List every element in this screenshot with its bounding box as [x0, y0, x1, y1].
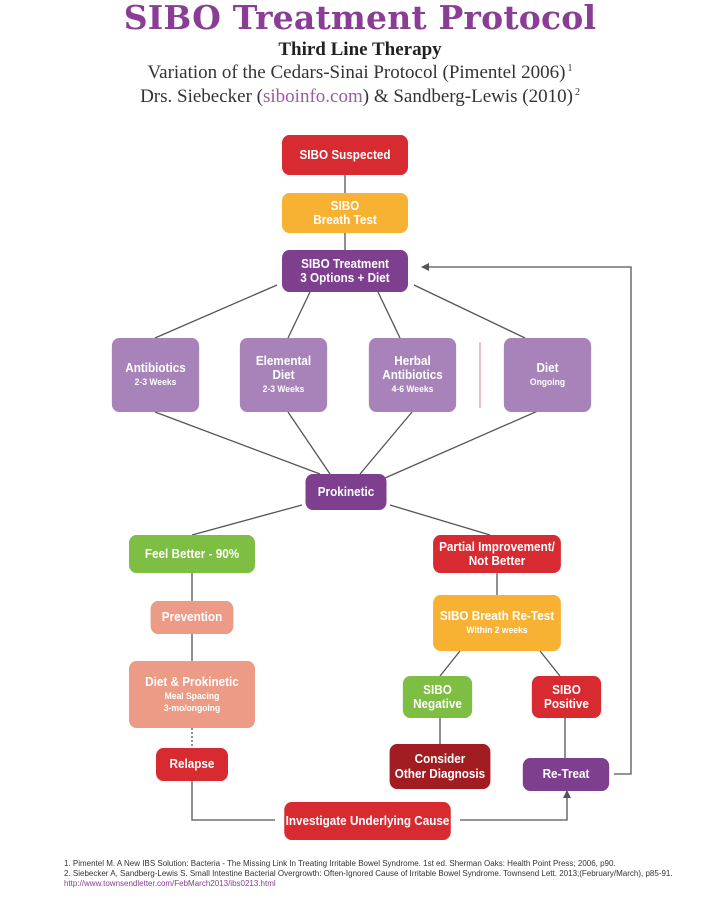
diet-prokinetic-node[interactable]: Diet & Prokinetic Meal Spacing 3-mo/ongo…	[129, 661, 255, 728]
footnote-marker-2: 2	[574, 87, 580, 98]
sibo-negative-node[interactable]: SIBO Negative	[402, 676, 473, 718]
elemental-diet-node[interactable]: Elemental Diet 2-3 Weeks	[239, 338, 328, 412]
diet-label: Diet	[536, 360, 559, 376]
positive-line1: SIBO	[552, 681, 581, 697]
investigate-label: Investigate Underlying Cause	[285, 812, 450, 828]
breath-test-line2: Breath Test	[313, 212, 377, 227]
connector-treatment-antibiotics	[154, 284, 278, 339]
breath-retest-node[interactable]: SIBO Breath Re-Test Within 2 weeks	[433, 595, 561, 651]
other-diagnosis-node[interactable]: Consider Other Diagnosis	[389, 744, 491, 789]
connector-prokinetic-partial	[389, 504, 491, 536]
prevention-label: Prevention	[161, 609, 223, 625]
diet-prokinetic-label: Diet & Prokinetic	[145, 674, 239, 690]
elemental-duration: 2-3 Weeks	[262, 384, 305, 396]
connector-relapse-investigate	[191, 781, 275, 821]
other-diagnosis-line2: Other Diagnosis	[394, 765, 486, 781]
prokinetic-label: Prokinetic	[317, 483, 375, 499]
breath-test-line1: SIBO	[330, 197, 360, 213]
treatment-line1: SIBO Treatment	[301, 255, 389, 271]
positive-line2: Positive	[544, 696, 589, 711]
herbal-line1: Herbal	[394, 353, 431, 369]
reference-2-text: 2. Siebecker A, Sandberg-Lewis S. Small …	[64, 869, 673, 878]
negative-line1: SIBO	[423, 681, 452, 697]
duration-text: 3-mo/ongoing	[163, 702, 221, 714]
connector-prokinetic-feelbetter	[191, 504, 303, 536]
source-line-2: Drs. Siebecker (siboinfo.com) & Sandberg…	[0, 86, 720, 108]
antibiotics-duration: 2-3 Weeks	[134, 377, 177, 389]
arrow-retreat-treatment	[421, 263, 632, 775]
partial-improvement-node[interactable]: Partial Improvement/ Not Better	[433, 535, 561, 573]
sibo-positive-node[interactable]: SIBO Positive	[531, 676, 602, 718]
antibiotics-label: Antibiotics	[125, 360, 186, 376]
arrow-investigate-retreat	[460, 790, 571, 821]
other-diagnosis-line1: Consider	[414, 751, 466, 767]
connector-treatment-herbal	[377, 291, 401, 339]
sibo-suspected-node[interactable]: SIBO Suspected	[282, 135, 408, 175]
diet-duration: Ongoing	[529, 377, 566, 389]
connector-treatment-diet	[413, 284, 526, 339]
partial-line1: Partial Improvement/	[439, 538, 555, 554]
elemental-line1: Elemental	[255, 353, 312, 369]
connector-diet-prokinetic	[384, 409, 541, 479]
antibiotics-node[interactable]: Antibiotics 2-3 Weeks	[111, 338, 200, 412]
retest-label: SIBO Breath Re-Test	[439, 608, 555, 624]
elemental-line2: Diet	[272, 367, 295, 383]
source-line-2-pre: Drs. Siebecker (	[140, 86, 263, 107]
relapse-label: Relapse	[169, 756, 215, 772]
negative-line2: Negative	[413, 696, 462, 711]
relapse-node[interactable]: Relapse	[156, 748, 228, 781]
partial-line2: Not Better	[468, 553, 526, 568]
re-treat-label: Re-Treat	[542, 766, 590, 782]
retest-detail: Within 2 weeks	[466, 625, 528, 637]
reference-2: 2. Siebecker A, Sandberg-Lewis S. Small …	[64, 869, 684, 889]
connector-treatment-elemental	[287, 291, 311, 339]
source-line-2-post: ) & Sandberg-Lewis (2010)	[362, 86, 573, 107]
diet-node[interactable]: Diet Ongoing	[503, 338, 592, 412]
reference-1: 1. Pimentel M. A New IBS Solution: Bacte…	[64, 859, 616, 868]
source-line-1: Variation of the Cedars-Sinai Protocol (…	[0, 62, 720, 84]
reference-2-url[interactable]: http://www.townsendletter.com/FebMarch20…	[64, 879, 276, 888]
prevention-node[interactable]: Prevention	[150, 601, 234, 634]
investigate-cause-node[interactable]: Investigate Underlying Cause	[284, 802, 451, 840]
breath-test-node[interactable]: SIBO Breath Test	[282, 193, 408, 233]
herbal-antibiotics-node[interactable]: Herbal Antibiotics 4-6 Weeks	[368, 338, 457, 412]
treatment-line2: 3 Options + Diet	[300, 270, 390, 285]
sibo-treatment-node[interactable]: SIBO Treatment 3 Options + Diet	[282, 250, 408, 292]
source-line-1-text: Variation of the Cedars-Sinai Protocol (…	[147, 62, 566, 83]
feel-better-label: Feel Better - 90%	[144, 545, 240, 561]
connector-retest-negative	[439, 650, 461, 677]
prokinetic-node[interactable]: Prokinetic	[305, 474, 387, 510]
footnote-marker-1: 1	[567, 63, 573, 74]
references: 1. Pimentel M. A New IBS Solution: Bacte…	[64, 859, 684, 889]
herbal-line2: Antibiotics	[382, 367, 443, 383]
herbal-duration: 4-6 Weeks	[391, 384, 434, 396]
sibo-suspected-label: SIBO Suspected	[299, 146, 391, 162]
page-title: SIBO Treatment Protocol	[123, 0, 597, 37]
connector-antibiotics-prokinetic	[154, 411, 321, 475]
page-subtitle: Third Line Therapy	[278, 39, 442, 60]
connector-retest-positive	[539, 650, 561, 677]
re-treat-node[interactable]: Re-Treat	[522, 758, 610, 791]
meal-spacing-text: Meal Spacing	[164, 691, 220, 703]
feel-better-node[interactable]: Feel Better - 90%	[129, 535, 255, 573]
connector-herbal-prokinetic	[359, 411, 413, 475]
connector-elemental-prokinetic	[287, 411, 331, 475]
siboinfo-link[interactable]: siboinfo.com	[263, 86, 363, 107]
